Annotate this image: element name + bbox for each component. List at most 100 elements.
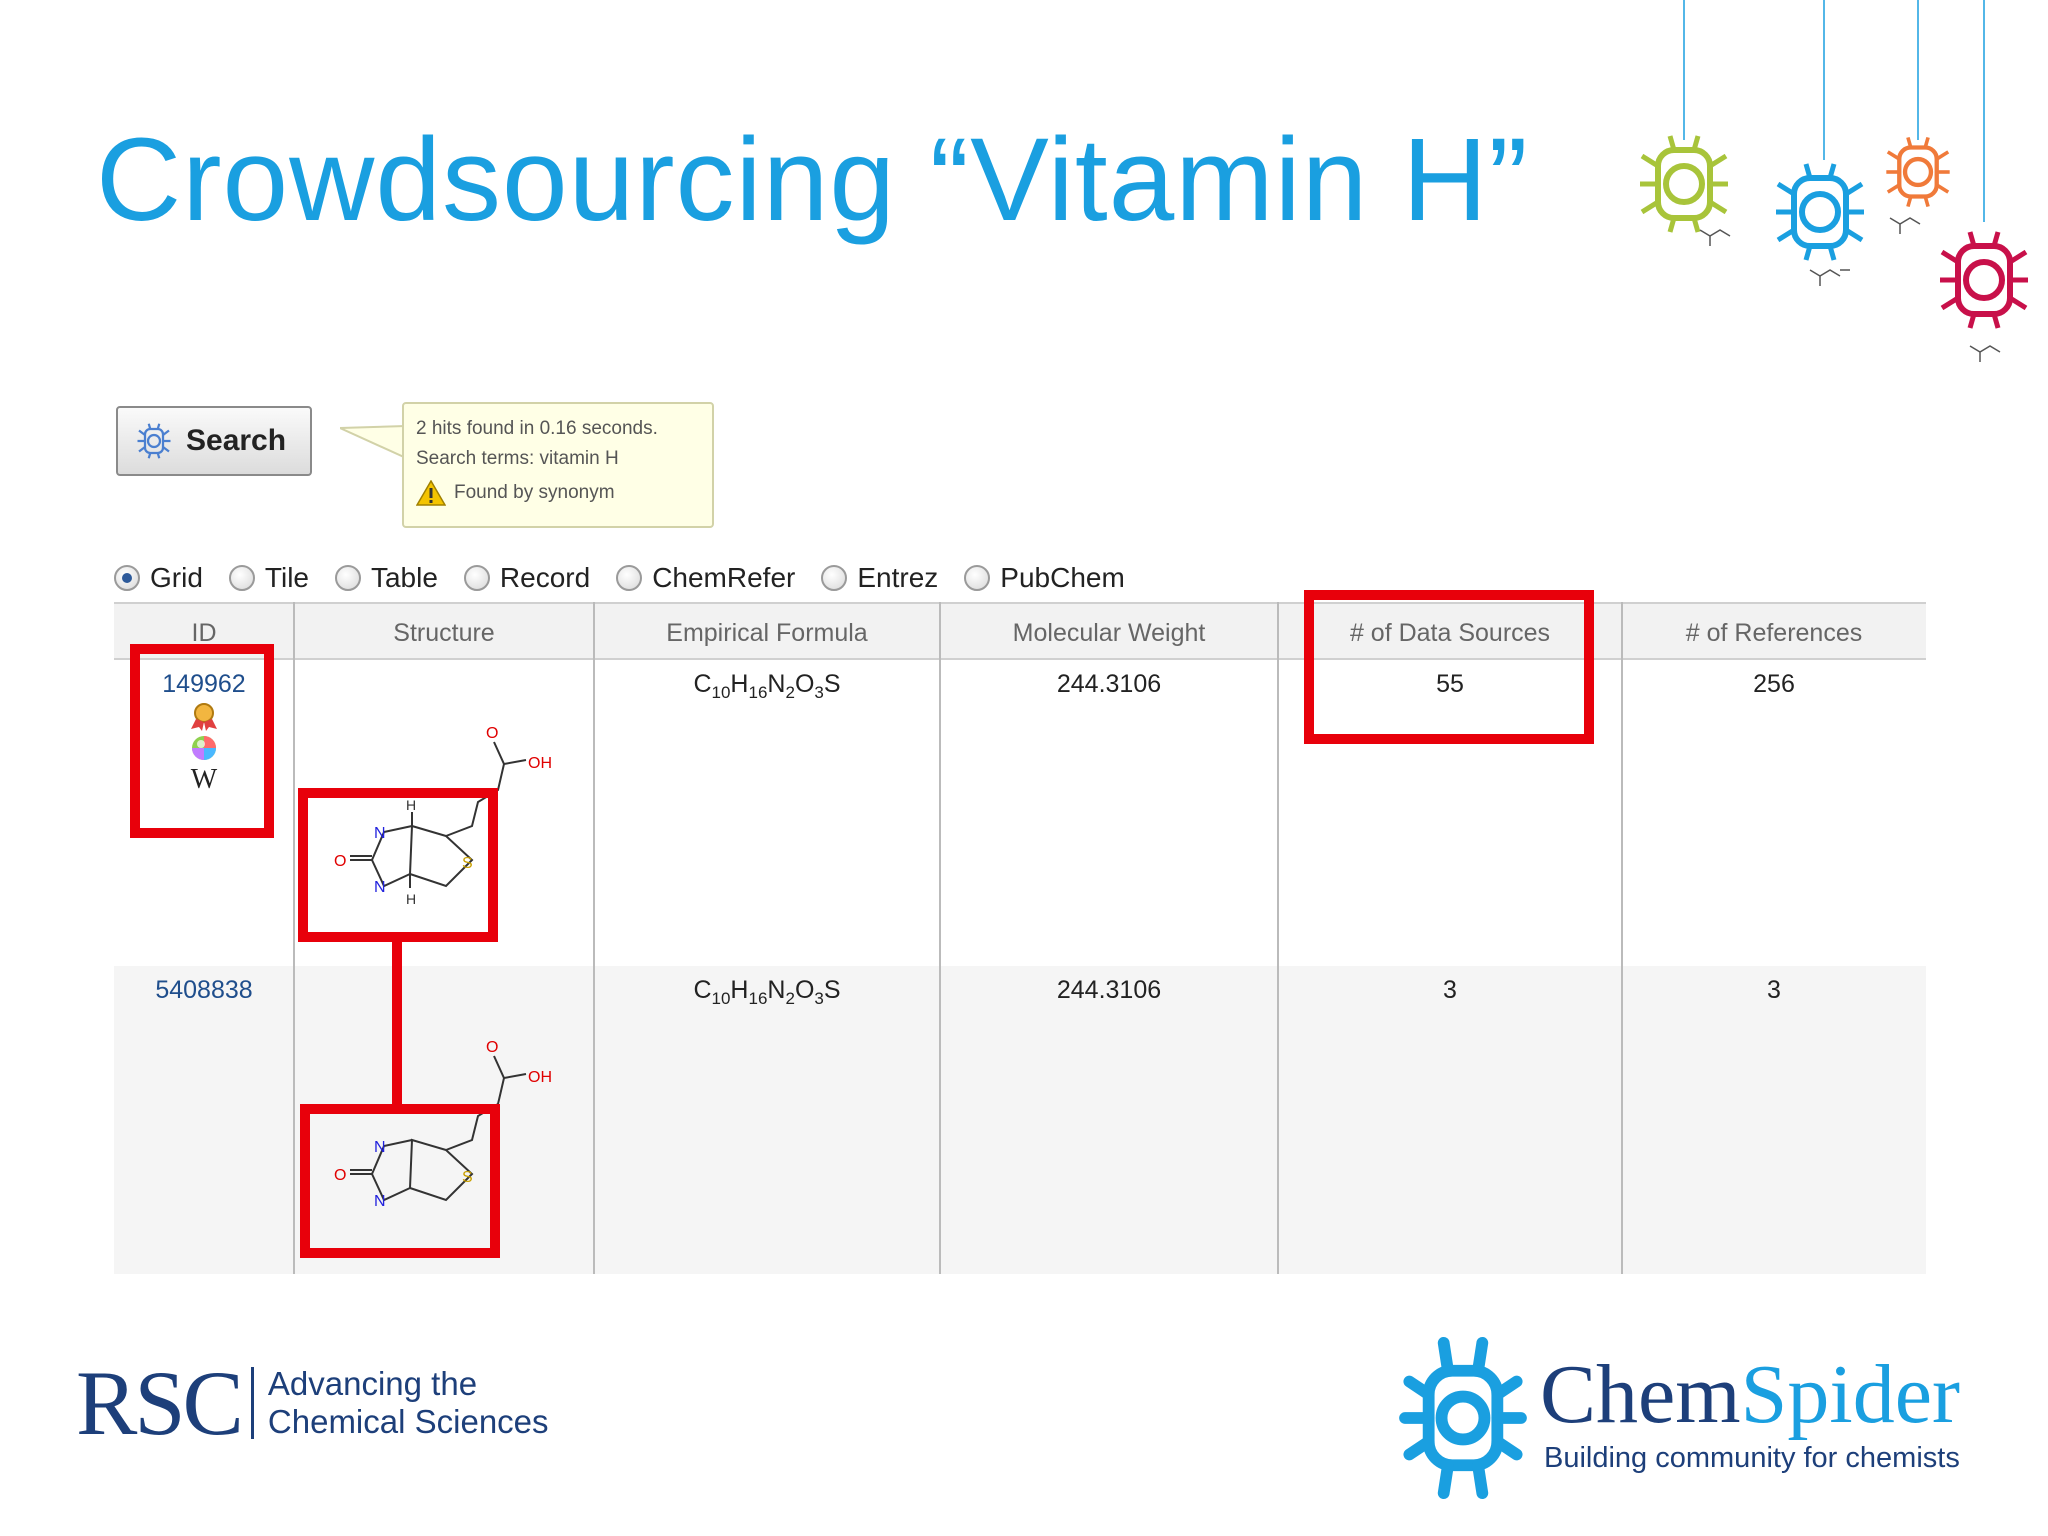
row-2-formula: C10H16N2O3S: [693, 976, 841, 1008]
view-option-entrez[interactable]: Entrez: [821, 562, 938, 594]
blue-spider-icon: [1776, 164, 1864, 260]
row-2-references: 3: [1767, 976, 1781, 1004]
record-label: Record: [499, 562, 591, 593]
row-1-id-link[interactable]: 149962: [162, 670, 246, 698]
entrez-label: Entrez: [857, 562, 939, 593]
pubchem-radio[interactable]: [964, 565, 991, 591]
column-divider: [1277, 602, 1279, 1274]
hanging-spiders-decoration: [1640, 0, 2048, 362]
search-terms-text: Search terms: vitamin H: [416, 448, 619, 469]
found-by-line: Found by synonym: [416, 478, 700, 508]
tooltip-pointer: [340, 425, 406, 459]
svg-text:OH: OH: [528, 755, 552, 772]
slide-title: Crowdsourcing “Vitamin H”: [96, 114, 1529, 246]
column-divider: [939, 602, 941, 1274]
svg-text:N: N: [374, 879, 386, 896]
rsc-mark: RSC: [76, 1352, 244, 1454]
highlight-connector: [392, 940, 402, 1106]
table-header: ID Structure Empirical Formula Molecular…: [114, 602, 1926, 660]
record-radio[interactable]: [463, 565, 490, 591]
row-1-references: 256: [1753, 670, 1795, 698]
rsc-tagline-line-2: Chemical Sciences: [267, 1403, 549, 1440]
pubchem-label: PubChem: [1000, 562, 1125, 593]
header-structure: Structure: [393, 619, 495, 647]
highlight-data-sources: [1304, 590, 1594, 744]
svg-text:H: H: [406, 797, 416, 813]
view-option-record[interactable]: Record: [463, 562, 591, 594]
header-data-sources[interactable]: # of Data Sources: [1349, 619, 1551, 647]
header-molecular-weight[interactable]: Molecular Weight: [1012, 619, 1206, 647]
color-wheel-icon[interactable]: [190, 734, 218, 762]
svg-text:OH: OH: [528, 1069, 552, 1086]
row-2-id-link[interactable]: 5408838: [155, 976, 253, 1004]
tooltip-body: 2 hits found in 0.16 seconds. Search ter…: [402, 402, 714, 528]
row-1-id: 149962: [114, 670, 294, 699]
crimson-spider-icon: [1940, 232, 2028, 328]
found-by-text: Found by synonym: [454, 482, 615, 503]
row-2-structure-image[interactable]: O OH O N N S: [314, 1016, 590, 1256]
chemspider-wordmark: ChemSpider: [1540, 1346, 1960, 1443]
chemrefer-label: ChemRefer: [652, 562, 796, 593]
row-1-structure-image[interactable]: O OH O N N H H S: [314, 702, 590, 942]
row-1-molecular-weight: 244.3106: [1056, 670, 1162, 698]
table-label: Table: [370, 562, 438, 593]
header-references[interactable]: # of References: [1685, 619, 1863, 647]
view-option-pubchem[interactable]: PubChem: [964, 562, 1125, 594]
search-button[interactable]: Search: [116, 406, 312, 476]
row-1-data-sources: 55: [1436, 670, 1464, 698]
green-spider-icon: [1640, 136, 1728, 232]
entrez-radio[interactable]: [821, 565, 848, 591]
award-icon[interactable]: [188, 702, 220, 732]
view-option-grid[interactable]: Grid: [114, 562, 203, 594]
svg-text:O: O: [486, 1039, 498, 1056]
rsc-logo: RSC Advancing the Chemical Sciences: [76, 1350, 549, 1456]
column-divider: [1621, 602, 1623, 1274]
column-divider: [293, 602, 295, 1274]
chemrefer-radio[interactable]: [616, 565, 643, 591]
result-row-2-bg: [114, 966, 1926, 1274]
svg-text:N: N: [374, 825, 386, 842]
results-grid: ID Structure Empirical Formula Molecular…: [114, 590, 1926, 1274]
view-option-table[interactable]: Table: [334, 562, 438, 594]
chemspider-tagline: Building community for chemists: [1544, 1442, 1960, 1474]
header-id[interactable]: ID: [191, 619, 217, 647]
column-divider: [593, 602, 595, 1274]
svg-text:H: H: [406, 891, 416, 907]
table-radio[interactable]: [334, 565, 361, 591]
svg-text:O: O: [334, 1167, 346, 1184]
orange-spider-icon: [1886, 137, 1949, 206]
highlight-structure-1: [298, 788, 498, 942]
tile-radio[interactable]: [228, 565, 255, 591]
rsc-tagline-line-1: Advancing the: [267, 1365, 478, 1402]
grid-radio[interactable]: [114, 565, 140, 591]
chemspider-wordmark-spider: Spider: [1740, 1348, 1960, 1441]
view-option-tile[interactable]: Tile: [228, 562, 309, 594]
grid-label: Grid: [150, 562, 203, 593]
svg-text:N: N: [374, 1139, 386, 1156]
chemspider-wordmark-chem: Chem: [1540, 1348, 1741, 1441]
row-2-data-sources: 3: [1443, 976, 1457, 1004]
header-empirical-formula[interactable]: Empirical Formula: [666, 619, 868, 647]
svg-text:N: N: [374, 1193, 386, 1210]
row-2-molecular-weight: 244.3106: [1056, 976, 1162, 1004]
warning-icon: [416, 480, 446, 506]
rsc-divider: [250, 1367, 254, 1439]
svg-text:O: O: [486, 725, 498, 742]
svg-text:S: S: [462, 1169, 473, 1186]
svg-text:S: S: [462, 855, 473, 872]
result-row-1-bg: [114, 660, 1926, 966]
hits-text: 2 hits found in 0.16 seconds.: [416, 418, 658, 439]
highlight-structure-2: [300, 1104, 500, 1258]
chemspider-spider-icon: [1399, 1336, 1527, 1500]
row-2-id: 5408838: [114, 976, 294, 1005]
search-info-tooltip: 2 hits found in 0.16 seconds. Search ter…: [340, 402, 714, 528]
tile-label: Tile: [264, 562, 309, 593]
chemspider-spider-icon: [137, 423, 171, 459]
svg-text:O: O: [334, 853, 346, 870]
highlight-id-badges: [130, 644, 274, 838]
chemspider-logo: ChemSpider Building community for chemis…: [1390, 1328, 1990, 1508]
rsc-tagline: Advancing the Chemical Sciences: [268, 1365, 549, 1441]
view-option-chemrefer[interactable]: ChemRefer: [616, 562, 795, 594]
search-button-label: Search: [186, 424, 287, 457]
wikipedia-icon[interactable]: W: [190, 764, 218, 795]
